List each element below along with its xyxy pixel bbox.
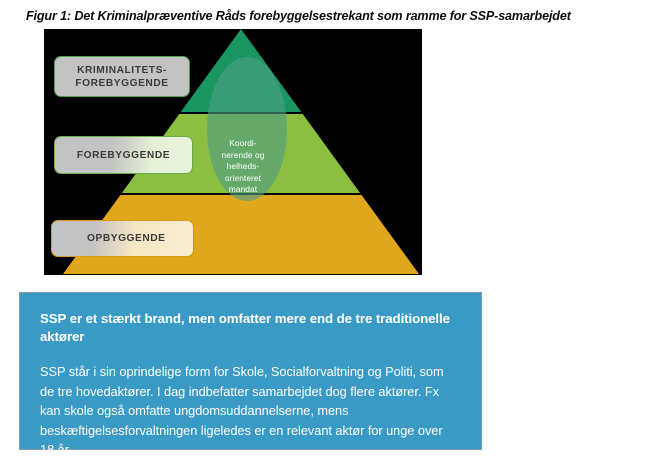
- callout-box: SSP er et stærkt brand, men omfatter mer…: [19, 292, 482, 457]
- tier-label-forebyggende: FOREBYGGENDE: [54, 136, 193, 174]
- pyramid-diagram: [44, 29, 422, 275]
- pyramid-graphic: [63, 29, 419, 274]
- tier-label-text: KRIMINALITETS- FOREBYGGENDE: [75, 64, 168, 90]
- callout-body: SSP står i sin oprindelige form for Skol…: [40, 364, 444, 457]
- tier-label-text: OPBYGGENDE: [87, 233, 166, 244]
- figure-caption: Figur 1: Det Kriminalpræventive Råds for…: [26, 9, 571, 23]
- callout-heading: SSP er et stærkt brand, men omfatter mer…: [40, 311, 450, 344]
- coordination-ellipse: [207, 57, 287, 201]
- tier-label-line-2: FOREBYGGENDE: [75, 77, 169, 89]
- tier-label-line-1: KRIMINALITETS-: [77, 64, 167, 76]
- tier-label-opbyggende: OPBYGGENDE: [51, 220, 194, 257]
- tier-label-text: FOREBYGGENDE: [76, 149, 171, 161]
- tier-label-kriminalitetsforebyggende: KRIMINALITETS- FOREBYGGENDE: [54, 56, 190, 97]
